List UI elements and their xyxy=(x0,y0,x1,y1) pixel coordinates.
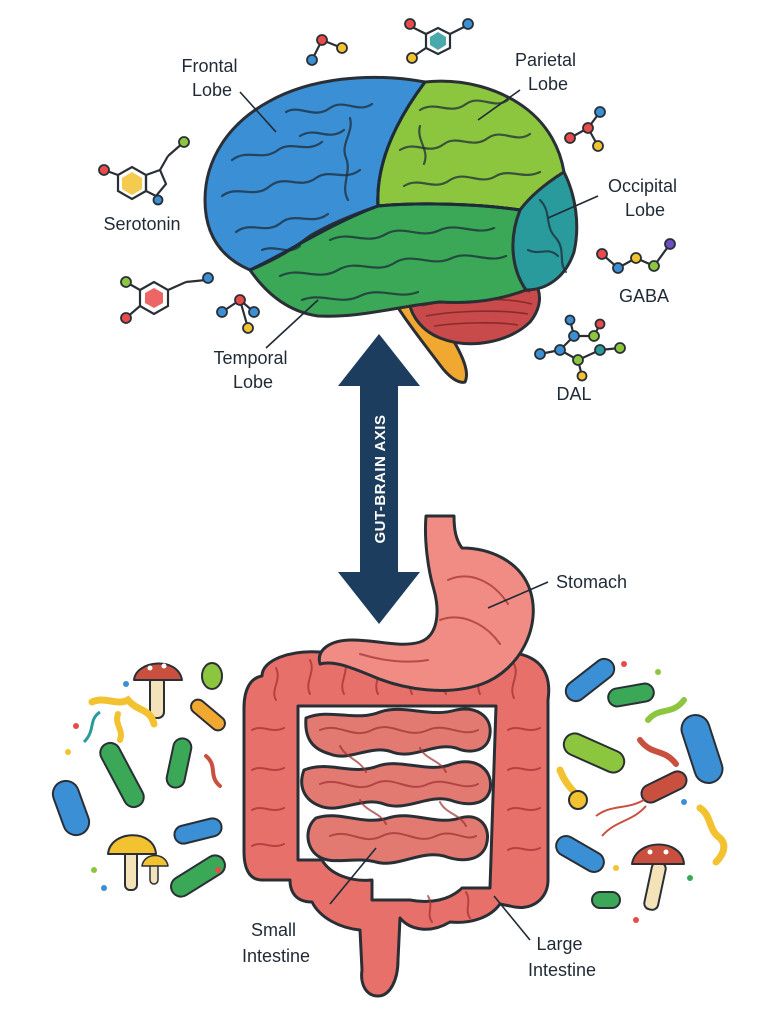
molecule-right-upper xyxy=(564,106,606,152)
serotonin-label: Serotonin xyxy=(103,214,180,234)
bacteria-green-spiky xyxy=(170,854,226,898)
large-intestine-folds xyxy=(251,659,541,923)
bacteria-green-rod xyxy=(99,741,145,809)
gut-brain-axis-arrow: GUT-BRAIN AXIS xyxy=(338,334,420,624)
temporal-lobe-label-line2: Lobe xyxy=(233,372,273,392)
frontal-lobe-label-line1: Frontal xyxy=(181,56,237,76)
occipital-lobe-label: Occipital Lobe xyxy=(608,176,682,220)
large-intestine-label: Large Intestine xyxy=(528,934,596,980)
digestive-tract xyxy=(242,514,551,998)
molecule-left-ring xyxy=(120,272,214,324)
parietal-lobe-label: Parietal Lobe xyxy=(515,50,581,94)
bacteria-blue-right-top xyxy=(564,657,616,703)
small-intestine-loops xyxy=(319,726,479,841)
stomach-label: Stomach xyxy=(556,572,627,592)
dal-molecule xyxy=(534,314,626,382)
bacteria-red-squiggle xyxy=(204,754,222,788)
bacteria-orange-rod xyxy=(190,698,226,732)
large-intestine-label-line1: Large xyxy=(536,934,582,954)
bacteria-green-right-mid xyxy=(562,732,626,774)
bacteria-spiral xyxy=(82,710,101,744)
cell-green-blob xyxy=(201,662,223,690)
bacteria-green-right-low xyxy=(591,891,621,909)
dal-label: DAL xyxy=(556,384,591,404)
parietal-lobe-label-line1: Parietal xyxy=(515,50,576,70)
brain-folds xyxy=(220,98,568,302)
large-intestine xyxy=(242,650,551,998)
bacteria-green-right-top xyxy=(607,682,655,708)
serotonin-molecule xyxy=(98,136,190,206)
molecule-small-left xyxy=(216,294,260,334)
frontal-lobe-label: Frontal Lobe xyxy=(181,56,242,100)
molecule-top-ring xyxy=(404,18,474,64)
axis-double-arrow xyxy=(338,334,420,624)
mushroom-icon xyxy=(133,662,183,719)
frontal-lobe-label-line2: Lobe xyxy=(192,80,232,100)
small-intestine-label: Small Intestine xyxy=(242,920,310,966)
bacteria-red-right xyxy=(637,737,679,767)
axis-label: GUT-BRAIN AXIS xyxy=(372,415,389,544)
large-intestine-label-line2: Intestine xyxy=(528,960,596,980)
bacteria-green-squiggle xyxy=(645,697,687,723)
bacteria-blue-right-large xyxy=(680,714,724,784)
bacteria-blue-rod xyxy=(51,779,91,837)
brain-leaders xyxy=(239,89,599,349)
molecules xyxy=(98,18,676,382)
occipital-lobe-label-line2: Lobe xyxy=(625,200,665,220)
small-intestine-label-line2: Intestine xyxy=(242,946,310,966)
small-intestine xyxy=(300,707,493,865)
parietal-lobe-label-line2: Lobe xyxy=(528,74,568,94)
bacteria-red-flagella xyxy=(595,770,688,837)
gut-leaders xyxy=(329,581,549,941)
mushroom-bottom-icon xyxy=(107,834,169,891)
occipital-lobe-label-line1: Occipital xyxy=(608,176,677,196)
gaba-label: GABA xyxy=(619,286,669,306)
stomach xyxy=(317,514,535,692)
brain xyxy=(203,75,579,384)
microbes-left xyxy=(51,662,226,898)
small-intestine-label-line1: Small xyxy=(251,920,296,940)
temporal-lobe-label-line1: Temporal xyxy=(213,348,287,368)
molecule-top-left xyxy=(306,34,348,66)
bacteria-yellow-branch xyxy=(88,695,158,728)
microbes-right xyxy=(555,657,728,923)
gaba-molecule xyxy=(596,238,676,274)
mushroom-right-icon xyxy=(631,843,685,911)
bacteria-blue-right-low xyxy=(555,835,605,873)
bacteria-green-striped xyxy=(165,737,193,789)
bacteria-blue-short xyxy=(173,817,223,845)
bacteria-yellow-curl xyxy=(696,804,728,866)
temporal-lobe-label: Temporal Lobe xyxy=(213,348,292,392)
